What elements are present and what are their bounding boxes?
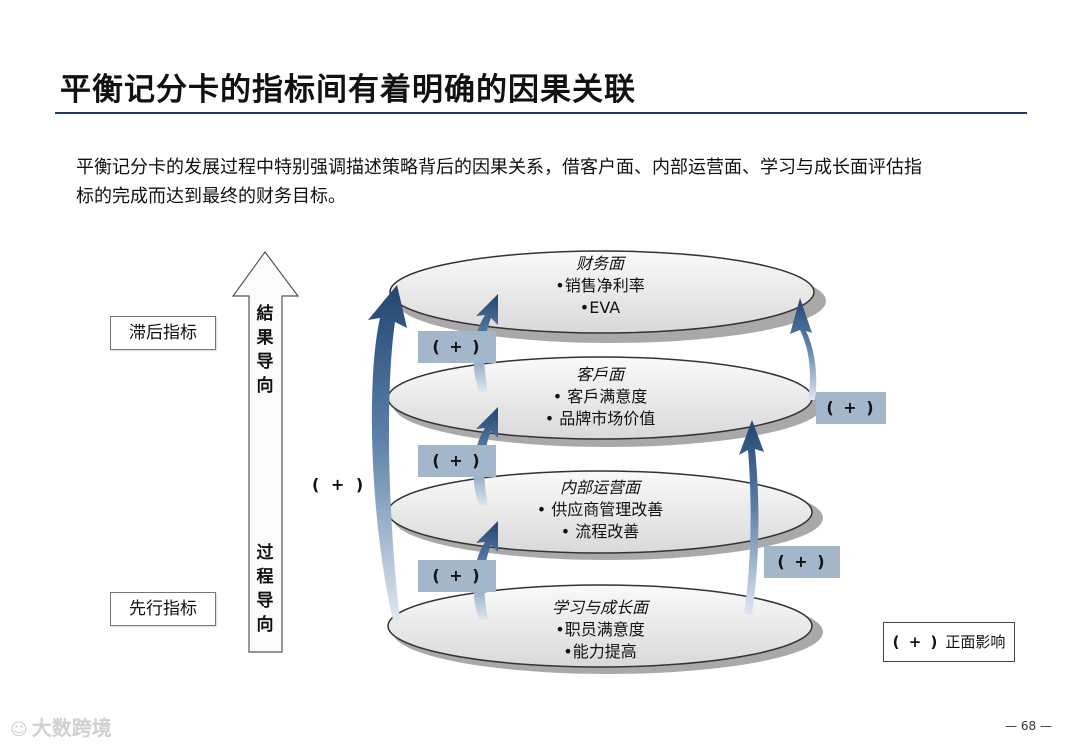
layer-item: • 流程改善 (560, 522, 640, 541)
plus-tag-learning-internal: ( + ) (418, 560, 496, 592)
arrow-customer-to-finance (473, 294, 498, 392)
result-orientation-arrow (231, 250, 300, 653)
legend-text: 正面影响 (945, 633, 1006, 651)
brand-logo-icon: ☺ (10, 720, 28, 740)
layer-item: • 供应商管理改善 (536, 500, 664, 519)
plus-tag-internal-customer: ( + ) (418, 445, 496, 477)
layer-title: 财务面 (575, 254, 624, 273)
arrow-internal-to-customer (473, 407, 498, 506)
layer-ellipse-learning (387, 584, 813, 668)
intro-paragraph: 平衡记分卡的发展过程中特别强调描述策略背后的因果关系，借客户面、内部运营面、学习… (76, 153, 1016, 211)
title-divider (55, 112, 1027, 114)
leading-indicator-label: 先行指标 (110, 592, 216, 626)
brand-watermark: ☺大数跨境 (10, 712, 112, 741)
layer-learning-growth: 学习与成长面 •职员满意度 •能力提高 (500, 597, 700, 663)
intro-line-1: 平衡记分卡的发展过程中特别强调描述策略背后的因果关系，借客户面、内部运营面、学习… (76, 157, 922, 178)
process-orientation-text: 过 程 导 向 (256, 543, 274, 635)
layer-item: • 品牌市场价值 (544, 409, 656, 428)
intro-line-2: 标的完成而达到最终的财务目标。 (76, 186, 346, 207)
page-title: 平衡记分卡的指标间有着明确的因果关联 (60, 72, 636, 108)
layer-internal-operations: 内部运营面 • 供应商管理改善 • 流程改善 (490, 477, 710, 543)
layer-customer: 客戶面 • 客戶满意度 • 品牌市场价值 (500, 364, 700, 430)
result-orientation-text: 結 果 导 向 (256, 304, 274, 396)
brand-text: 大数跨境 (31, 716, 112, 740)
lagging-indicator-label: 滞后指标 (110, 316, 216, 350)
layer-title: 学习与成长面 (551, 598, 648, 617)
layer-title: 内部运营面 (559, 478, 640, 497)
arrow-learning-to-internal (473, 521, 498, 620)
plus-tag-learning-customer: ( + ) (764, 546, 840, 578)
layer-finance: 财务面 •销售净利率 •EVA (500, 253, 700, 319)
layer-item: •职员满意度 (555, 620, 645, 639)
layer-item: • 客戶满意度 (552, 387, 648, 406)
layer-item: •能力提高 (563, 642, 637, 661)
legend-symbol: ( + ) (892, 633, 940, 651)
layer-item: •EVA (579, 298, 621, 317)
plus-tag-customer-finance-right: ( + ) (816, 392, 886, 424)
layer-item: •销售净利率 (555, 276, 645, 295)
arrow-learning-to-customer (739, 420, 764, 614)
page-number: — 68 — (1005, 719, 1052, 733)
arrow-learning-to-finance (368, 285, 407, 620)
plus-label-learning-finance: ( + ) (312, 475, 367, 494)
layer-title: 客戶面 (575, 365, 624, 384)
arrow-customer-to-finance-right (790, 298, 817, 400)
plus-tag-customer-finance: ( + ) (418, 331, 496, 363)
legend: ( + ) 正面影响 (883, 622, 1015, 662)
